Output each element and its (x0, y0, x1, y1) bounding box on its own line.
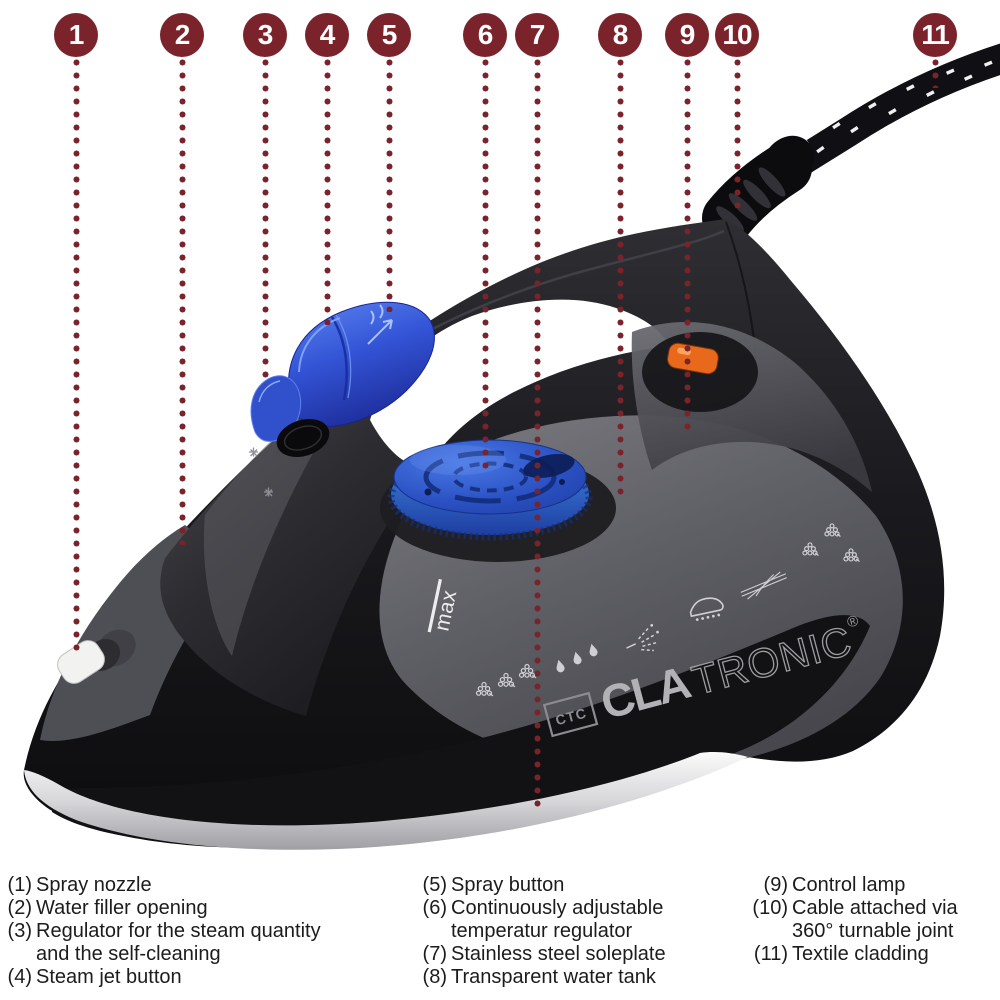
legend-column-1: (1) Spray nozzle (2) Water filler openin… (2, 874, 354, 989)
legend-item-number: (9) (763, 874, 788, 896)
callout-line-10 (733, 59, 741, 208)
callout-line-6 (481, 59, 489, 470)
textile-cable (777, 43, 1000, 182)
rear-window (631, 322, 872, 492)
steam-jet-button (288, 301, 435, 427)
legend-item-text: Stainless steel soleplate (451, 943, 666, 965)
brand-ctc-text: CTC (554, 705, 589, 729)
callout-badge-2: 2 (160, 13, 204, 57)
legend-column-3: (9) Control lamp (10) Cable attached via… (744, 874, 980, 966)
water-tank (160, 372, 432, 716)
legend-item-6: (6) Continuously adjustable temperatur r… (413, 897, 695, 943)
legend-item-text: Water filler opening (36, 897, 208, 919)
legend-item-text: Spray nozzle (36, 874, 152, 896)
legend-item-2: (2) Water filler opening (2, 897, 354, 920)
callout-badge-4: 4 (305, 13, 349, 57)
grip-opening (370, 299, 669, 468)
legend-item-11: (11) Textile cladding (744, 943, 980, 966)
callout-line-5 (385, 59, 393, 312)
legend-item-9: (9) Control lamp (744, 874, 980, 897)
legend-item-1: (1) Spray nozzle (2, 874, 354, 897)
dial-knurl (387, 453, 593, 541)
legend-item-7: (7) Stainless steel soleplate (413, 943, 695, 966)
steam-jet-icon (367, 304, 393, 345)
bottom-band (52, 615, 870, 846)
legend-item-text: Textile cladding (792, 943, 929, 965)
brand-ctc-box (542, 691, 599, 738)
legend-item-number: (1) (7, 874, 32, 896)
callout-badge-8: 8 (598, 13, 642, 57)
legend-item-10: (10) Cable attached via 360° turnable jo… (744, 897, 980, 943)
callout-line-2 (178, 59, 186, 545)
soleplate (24, 752, 748, 850)
callout-line-11 (931, 59, 939, 88)
callout-line-4 (323, 59, 331, 325)
callout-badge-7: 7 (515, 13, 559, 57)
legend-item-number: (5) (422, 874, 447, 896)
self-clean-icon (740, 571, 787, 600)
legend-item-4: (4) Steam jet button (2, 966, 354, 989)
callout-line-1 (72, 59, 80, 652)
legend-item-8: (8) Transparent water tank (413, 966, 695, 989)
callout-badge-6: 6 (463, 13, 507, 57)
legend-item-text: Continuously adjustable temperatur regul… (451, 897, 664, 942)
legend-item-number: (8) (422, 966, 447, 988)
callout-line-9 (683, 59, 691, 432)
callout-line-7 (533, 59, 541, 812)
callout-line-3 (261, 59, 269, 385)
callout-badge-9: 9 (665, 13, 709, 57)
legend-item-text: Steam jet button (36, 966, 182, 988)
legend-item-5: (5) Spray button (413, 874, 695, 897)
glide-iron-icon (689, 597, 724, 621)
steam-regulator-knob (249, 418, 330, 497)
legend-item-text: Spray button (451, 874, 565, 896)
self-clean-symbol-icon (264, 487, 273, 497)
legend-item-text: Cable attached via 360° turnable joint (792, 897, 958, 942)
legend-item-number: (10) (752, 897, 788, 919)
spray-symbol-icon (249, 447, 258, 457)
callout-badge-1: 1 (54, 13, 98, 57)
brand-registered-mark: ® (845, 612, 860, 631)
callout-badge-11: 11 (913, 13, 957, 57)
legend-item-text: Control lamp (792, 874, 906, 896)
legend-item-number: (6) (422, 897, 447, 919)
legend-item-text: Transparent water tank (451, 966, 656, 988)
spray-nozzle (57, 629, 136, 684)
legend-column-2: (5) Spray button (6) Continuously adjust… (413, 874, 695, 989)
spray-mist-icon (626, 623, 659, 652)
callout-badge-3: 3 (243, 13, 287, 57)
callout-badge-10: 10 (715, 13, 759, 57)
legend-item-number: (7) (422, 943, 447, 965)
legend-item-number: (3) (7, 920, 32, 942)
legend-item-number: (4) (7, 966, 32, 988)
callout-line-8 (616, 59, 624, 497)
legend-item-3: (3) Regulator for the steam quantity and… (2, 920, 354, 966)
callout-badge-5: 5 (367, 13, 411, 57)
spray-button (250, 375, 302, 442)
legend-item-number: (11) (753, 943, 788, 965)
joint-ribs (716, 167, 786, 232)
legend-item-text: Regulator for the steam quantity and the… (36, 920, 321, 965)
cable-joint-360 (702, 135, 815, 244)
legend-item-number: (2) (7, 897, 32, 919)
control-lamp (667, 342, 719, 375)
